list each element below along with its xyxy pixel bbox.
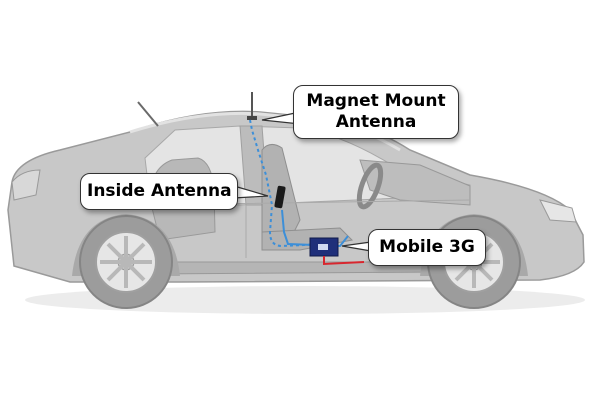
magnet-mount-label-line1: Magnet Mount	[306, 91, 446, 111]
power-cable	[323, 256, 365, 266]
dashboard	[359, 159, 471, 206]
steering-wheel	[356, 162, 384, 210]
inside-antenna-callout: Inside Antenna	[80, 173, 238, 210]
roof-antenna-base	[247, 116, 257, 120]
booster-screen	[318, 244, 328, 250]
rear-spokes	[100, 236, 152, 288]
inside-antenna-label: Inside Antenna	[87, 181, 232, 201]
tail-light	[11, 169, 41, 201]
inside-antenna-cable	[281, 209, 349, 248]
antenna-cable	[249, 119, 326, 248]
mobile-3g-label: Mobile 3G	[379, 237, 475, 257]
mobile-3g-callout: Mobile 3G	[368, 229, 486, 266]
headlight	[539, 199, 577, 223]
magnet-mount-antenna-callout: Magnet Mount Antenna	[293, 85, 459, 139]
inside-antenna-icon	[274, 185, 286, 209]
rear-antenna-icon	[137, 101, 159, 127]
magnet-mount-label-line2: Antenna	[335, 112, 417, 132]
